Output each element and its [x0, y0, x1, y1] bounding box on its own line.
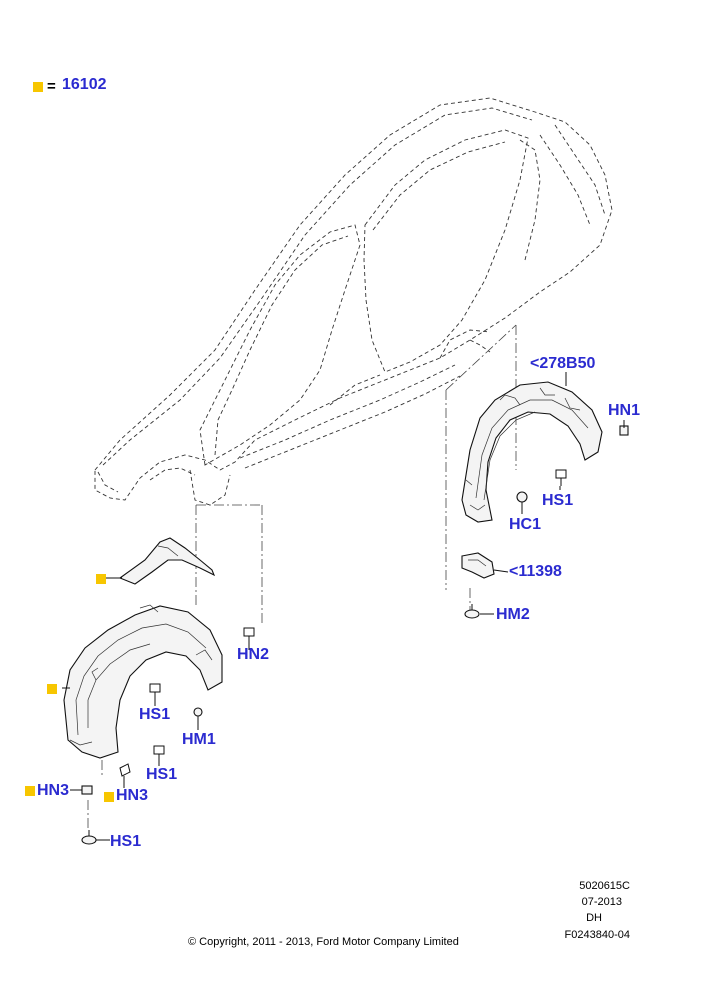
- drawing-date: 07-2013: [581, 896, 622, 908]
- callout-278b50[interactable]: <278B50: [530, 355, 596, 372]
- bracket-11398: [461, 552, 495, 579]
- guide-lines: [87, 324, 517, 828]
- callout-hs1-bottom[interactable]: HS1: [110, 833, 142, 850]
- callout-hm2[interactable]: HM2: [496, 606, 530, 623]
- figure-id: F0243840-04: [564, 929, 630, 941]
- marker-hn3-right: [104, 792, 114, 802]
- front-fasteners: [81, 627, 255, 845]
- callout-hs1-right[interactable]: HS1: [542, 492, 574, 509]
- right-fasteners: [464, 425, 629, 619]
- callout-11398[interactable]: <11398: [509, 563, 562, 580]
- marker-arch-liner: [47, 684, 57, 694]
- body-side-panel: [94, 97, 613, 506]
- marker-arch-cover: [96, 574, 106, 584]
- marker-hn3-left: [25, 786, 35, 796]
- legend-part-number: 16102: [62, 76, 107, 93]
- callout-hm1[interactable]: HM1: [182, 731, 216, 748]
- drawing-code: 5020615C: [579, 880, 630, 892]
- legend-marker: [33, 82, 43, 92]
- rear-wheel-arch-liner: [461, 381, 603, 523]
- callout-hc1[interactable]: HC1: [509, 516, 542, 533]
- drawing-initials: DH: [586, 912, 602, 924]
- callout-hs1-low[interactable]: HS1: [146, 766, 178, 783]
- callout-hn1[interactable]: HN1: [608, 402, 641, 419]
- callout-hn2[interactable]: HN2: [237, 646, 270, 663]
- legend-equals: =: [47, 78, 56, 95]
- callout-hs1-mid[interactable]: HS1: [139, 706, 171, 723]
- callout-hn3-right[interactable]: HN3: [116, 787, 149, 804]
- front-arch-cover: [118, 537, 216, 585]
- callout-hn3-left[interactable]: HN3: [37, 782, 70, 799]
- copyright-notice: © Copyright, 2011 - 2013, Ford Motor Com…: [188, 936, 459, 948]
- leader-lines: [62, 372, 625, 841]
- front-wheel-arch-liner: [63, 604, 223, 759]
